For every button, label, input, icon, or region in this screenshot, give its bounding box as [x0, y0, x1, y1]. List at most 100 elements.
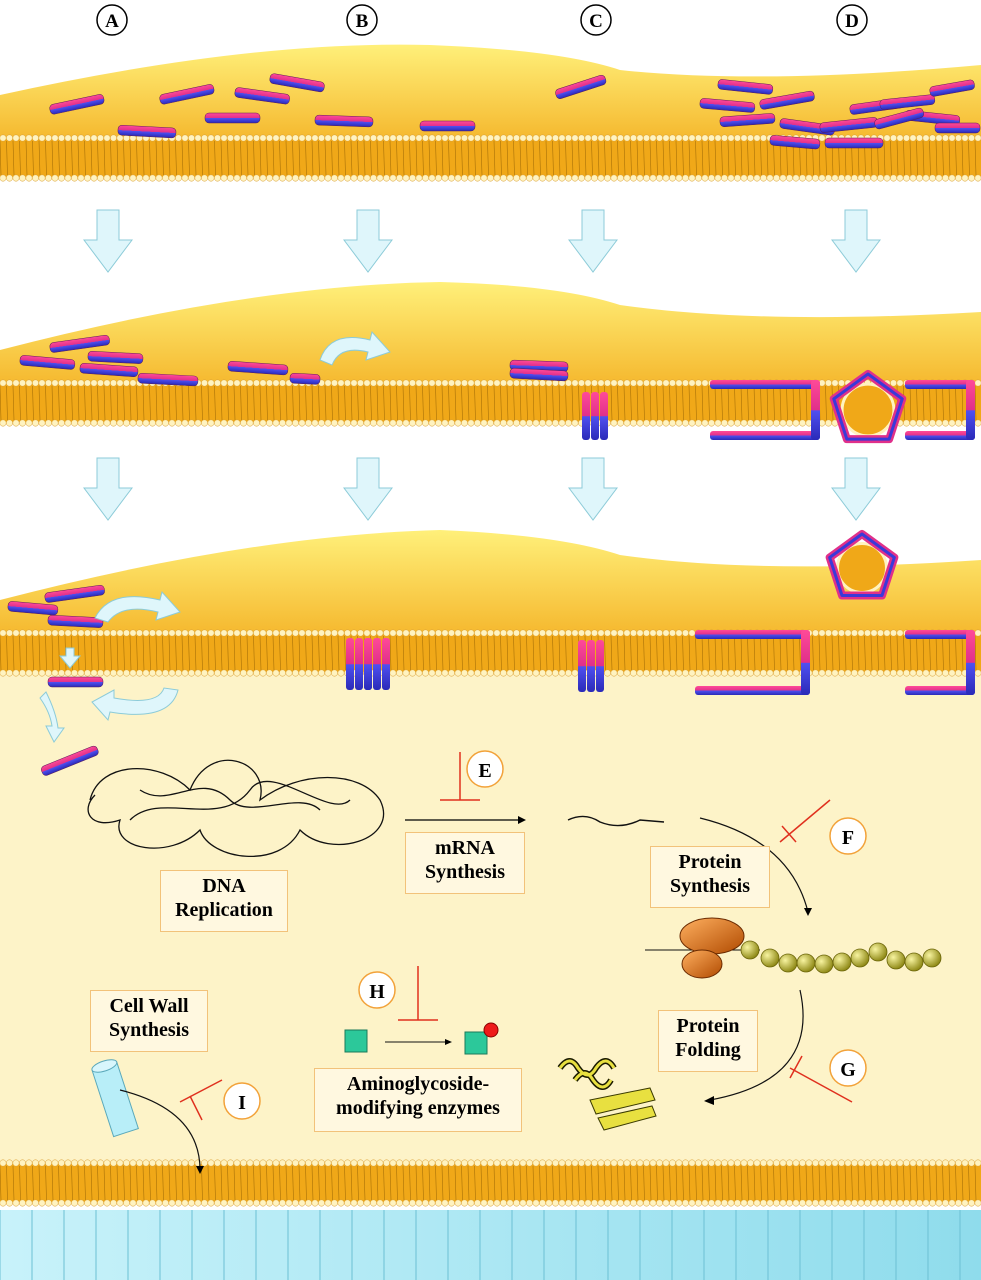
pore-peptide [364, 638, 390, 690]
folding-arrow [709, 989, 804, 1101]
peptide-rod [314, 114, 374, 128]
peptide-rod [699, 98, 756, 113]
small-arrow [39, 691, 65, 743]
enzymes-line-1: Aminoglycoside- [346, 1073, 490, 1095]
peptide-rod [49, 334, 110, 353]
protein-folding-box: Protein Folding [658, 1010, 758, 1072]
peptide-rod [19, 355, 76, 370]
membrane-bottom [0, 1159, 981, 1207]
peptide-rod [719, 113, 776, 127]
peptide-rod [874, 107, 924, 130]
peptide-rod [44, 584, 105, 603]
protein-folding-line-1: Protein [676, 1015, 740, 1037]
protein-synthesis-line-1: Protein [678, 851, 742, 873]
stage-label-d: D [836, 4, 868, 36]
svg-text:B: B [356, 11, 369, 32]
peptide-rod [769, 135, 821, 150]
amino-acid-bead [760, 948, 780, 968]
peptide-rod [117, 124, 177, 139]
process-arrow [831, 457, 881, 521]
peptide-rod [934, 122, 981, 134]
amino-acid-bead [868, 942, 888, 962]
amino-acid-bead [778, 953, 798, 973]
cell-wall-synthesis-box: Cell Wall Synthesis [90, 990, 208, 1052]
amino-acid-bead [904, 952, 924, 972]
peptide-rod [555, 74, 607, 99]
mrna-line-1: mRNA [435, 837, 495, 859]
enzymes-line-2: modifying enzymes [336, 1097, 500, 1119]
pentagon-pore [825, 530, 899, 600]
dna-line-1: DNA [202, 875, 246, 897]
peptide-rod [87, 350, 144, 364]
target-label-e: E [466, 750, 504, 788]
target-label-f: F [829, 817, 867, 855]
mrna-strand [567, 815, 665, 827]
inhibitor-g [789, 1067, 853, 1103]
process-arrow [83, 457, 133, 521]
process-arrow [343, 209, 393, 273]
pore-frame [905, 380, 975, 440]
peptide-rod [204, 112, 261, 124]
peptide-rod [929, 79, 975, 97]
amino-acid-bead [740, 940, 760, 960]
peptide-rod [419, 120, 476, 132]
target-label-h: H [358, 971, 396, 1009]
mrna-synthesis-box: mRNA Synthesis [405, 832, 525, 894]
svg-text:E: E [478, 760, 491, 782]
process-arrow [343, 457, 393, 521]
target-label-i: I [223, 1082, 261, 1120]
pore-peptide [582, 392, 608, 440]
protein-synthesis-box: Protein Synthesis [650, 846, 770, 908]
peptide-rod [47, 614, 104, 628]
svg-text:D: D [845, 11, 859, 32]
process-arrow [568, 209, 618, 273]
peptide-rod [717, 79, 774, 95]
inhibitor-i [179, 1079, 223, 1103]
cell-wall-line-2: Synthesis [108, 1019, 190, 1041]
small-arrow [58, 647, 82, 669]
stage-label-a: A [96, 4, 128, 36]
cell-wall-line-1: Cell Wall [109, 995, 189, 1017]
extracellular-top-2 [0, 282, 981, 385]
aminoglycoside-enzymes-box: Aminoglycoside- modifying enzymes [314, 1068, 522, 1132]
svg-text:I: I [238, 1092, 246, 1114]
modified-aminoglycoside [464, 1031, 488, 1055]
peptide-rod [234, 87, 290, 105]
svg-text:A: A [105, 11, 119, 32]
ribosome-large-subunit [679, 917, 745, 955]
cell-wall [0, 1210, 981, 1280]
peptide-rod [47, 676, 104, 688]
mrna-line-2: Synthesis [424, 861, 506, 883]
amino-acid-bead [814, 954, 834, 974]
amino-acid-bead [850, 948, 870, 968]
peptide-rod [509, 367, 569, 382]
dna-replication-box: DNA Replication [160, 870, 288, 932]
curved-arrow [319, 330, 391, 366]
cell-wall-arrow [119, 1089, 201, 1171]
svg-text:C: C [589, 11, 603, 32]
peptide-rod [289, 372, 321, 385]
folded-protein [557, 1058, 657, 1131]
amino-acid-bead [886, 950, 906, 970]
stage-label-b: B [346, 4, 378, 36]
amino-acid-bead [922, 948, 942, 968]
amino-acid-bead [832, 952, 852, 972]
pore-frame [905, 630, 975, 695]
inhibitor-f [779, 799, 831, 843]
pore-frame [695, 630, 810, 695]
stage-label-c: C [580, 4, 612, 36]
translation-arrow [699, 817, 809, 913]
peptide-rod [759, 90, 815, 110]
peptide-rod [879, 94, 936, 110]
svg-text:H: H [369, 981, 385, 1003]
aminoglycoside [344, 1029, 368, 1053]
dna-line-2: Replication [175, 899, 273, 921]
process-arrow [831, 209, 881, 273]
svg-text:F: F [842, 827, 854, 849]
dna-strand [87, 759, 384, 858]
peptide-rod [824, 137, 884, 149]
peptide-rod [269, 73, 325, 93]
process-arrow [83, 209, 133, 273]
protein-synthesis-line-2: Synthesis [669, 875, 751, 897]
